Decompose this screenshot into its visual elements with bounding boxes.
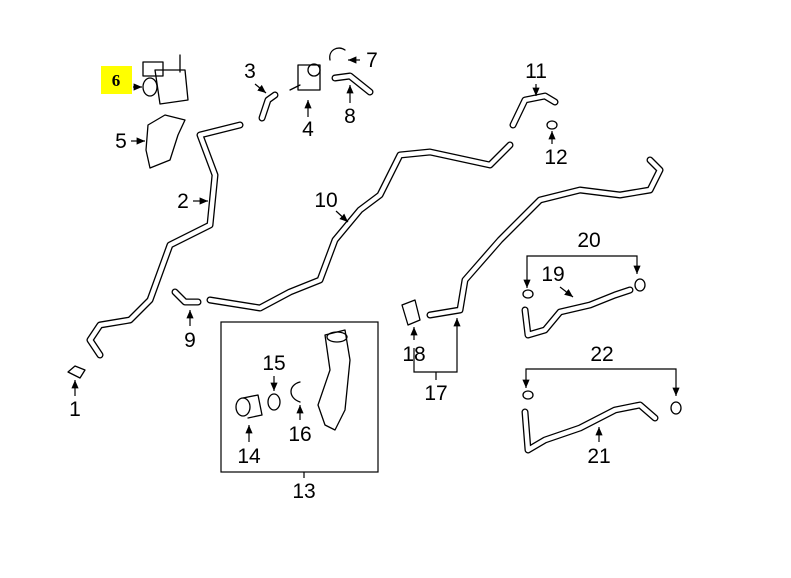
part-6-valve[interactable] xyxy=(142,54,189,105)
part-1-clip[interactable] xyxy=(67,365,86,379)
callout-13[interactable]: 13 xyxy=(292,480,315,503)
part-17-pipe[interactable] xyxy=(426,156,664,319)
part-20-o-ring[interactable] xyxy=(522,289,534,299)
part-13-housing[interactable] xyxy=(317,329,351,431)
part-22-o-ring[interactable] xyxy=(522,390,534,400)
leader-20 xyxy=(526,255,638,282)
callout-6[interactable]: 6 xyxy=(112,71,121,90)
callout-2[interactable]: 2 xyxy=(177,190,189,213)
part-10-pipe[interactable] xyxy=(206,141,514,312)
callout-22[interactable]: 22 xyxy=(590,343,613,366)
callout-12[interactable]: 12 xyxy=(544,146,567,169)
callout-3[interactable]: 3 xyxy=(244,60,256,83)
callout-10[interactable]: 10 xyxy=(314,189,337,212)
part-9-hose[interactable] xyxy=(171,288,202,306)
callout-1[interactable]: 1 xyxy=(69,398,81,421)
part-5-bracket[interactable] xyxy=(145,114,186,169)
callout-11[interactable]: 11 xyxy=(525,60,547,83)
callout-21[interactable]: 21 xyxy=(587,445,610,468)
callout-14[interactable]: 14 xyxy=(237,445,261,468)
callout-17[interactable]: 17 xyxy=(424,382,447,405)
callout-8[interactable]: 8 xyxy=(344,105,356,128)
part-15-o-ring[interactable] xyxy=(267,393,281,411)
callout-18[interactable]: 18 xyxy=(402,343,425,366)
part-18-fitting[interactable] xyxy=(401,299,421,326)
callout-9[interactable]: 9 xyxy=(184,329,196,352)
part-2-pipe[interactable] xyxy=(86,121,244,359)
leader-22 xyxy=(525,368,677,388)
callout-5[interactable]: 5 xyxy=(115,130,127,153)
part-19-hose[interactable] xyxy=(521,286,634,339)
part-13-assembly-box xyxy=(220,321,379,473)
part-8-hose[interactable] xyxy=(331,72,374,96)
callout-19[interactable]: 19 xyxy=(541,263,564,286)
part-4-valve[interactable] xyxy=(289,63,321,91)
part-3-hose[interactable] xyxy=(258,91,279,122)
part-12-o-ring[interactable] xyxy=(546,120,558,130)
callout-16[interactable]: 16 xyxy=(288,423,311,446)
highlight-box xyxy=(101,66,132,94)
part-14-fitting[interactable] xyxy=(235,394,263,419)
part-7-clamp[interactable] xyxy=(329,47,346,61)
callout-20[interactable]: 20 xyxy=(577,229,600,252)
callout-15[interactable]: 15 xyxy=(262,352,285,375)
callout-4[interactable]: 4 xyxy=(302,118,314,141)
part-11-hose[interactable] xyxy=(509,92,559,129)
callout-7[interactable]: 7 xyxy=(366,49,378,72)
part-21-hose[interactable] xyxy=(521,401,659,454)
part-16-clip[interactable] xyxy=(290,381,301,403)
